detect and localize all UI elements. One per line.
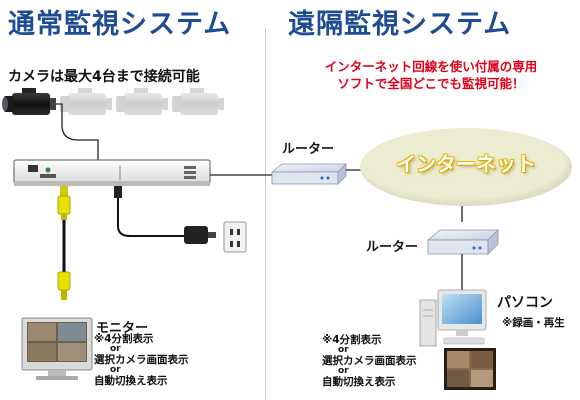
internet-label: インターネット: [396, 152, 536, 176]
camera-caption: カメラは最大4台まで接続可能: [8, 69, 200, 85]
mode-line: 自動切換え表示: [322, 376, 396, 388]
dvr-recorder-icon: [13, 159, 211, 186]
camera-view-image: [444, 348, 496, 390]
internet-cloud: [360, 128, 572, 206]
section-divider: [265, 28, 266, 400]
monitor-modes: ※4分割表示 or 選択カメラ画面表示 or 自動切換え表示: [94, 333, 189, 387]
mode-line: 自動切換え表示: [94, 375, 168, 387]
camera-icon: [172, 88, 224, 115]
camera-icon: [2, 88, 56, 115]
router-icon: [426, 229, 499, 255]
pc-note: ※録画・再生: [502, 317, 565, 329]
camera-icon: [116, 88, 168, 115]
promo-line: ソフトで全国どこでも監視可能！: [337, 76, 525, 91]
camera-icon: [60, 88, 112, 115]
router-bottom-label: ルーター: [366, 240, 419, 255]
mode-separator: or: [110, 344, 121, 354]
router-icon: [270, 163, 347, 185]
mode-separator: or: [110, 365, 121, 375]
left-title: 通常監視システム: [8, 9, 232, 40]
wall-outlet-icon: [223, 221, 247, 253]
power-adapter-icon: [114, 186, 216, 244]
mode-line: 選択カメラ画面表示: [322, 355, 417, 367]
mode-line: ※4分割表示: [94, 333, 154, 345]
monitor-label: モニター: [96, 321, 149, 336]
mode-separator: or: [338, 345, 349, 355]
promo-line: インターネット回線を使い付属の専用: [324, 59, 538, 74]
pc-modes: ※4分割表示 or 選択カメラ画面表示 or 自動切換え表示: [322, 334, 417, 388]
right-title: 遠隔監視システム: [288, 9, 512, 40]
mode-line: 選択カメラ画面表示: [94, 354, 189, 366]
mode-separator: or: [338, 366, 349, 376]
mode-line: ※4分割表示: [322, 334, 382, 346]
router-top-label: ルーター: [282, 142, 335, 157]
pc-icon: [419, 289, 487, 347]
promo-text: インターネット回線を使い付属の専用 ソフトで全国どこでも監視可能！: [286, 58, 576, 92]
pc-label: パソコン: [497, 295, 553, 311]
video-cable-icon: [57, 186, 71, 300]
monitor-icon: [21, 317, 93, 380]
